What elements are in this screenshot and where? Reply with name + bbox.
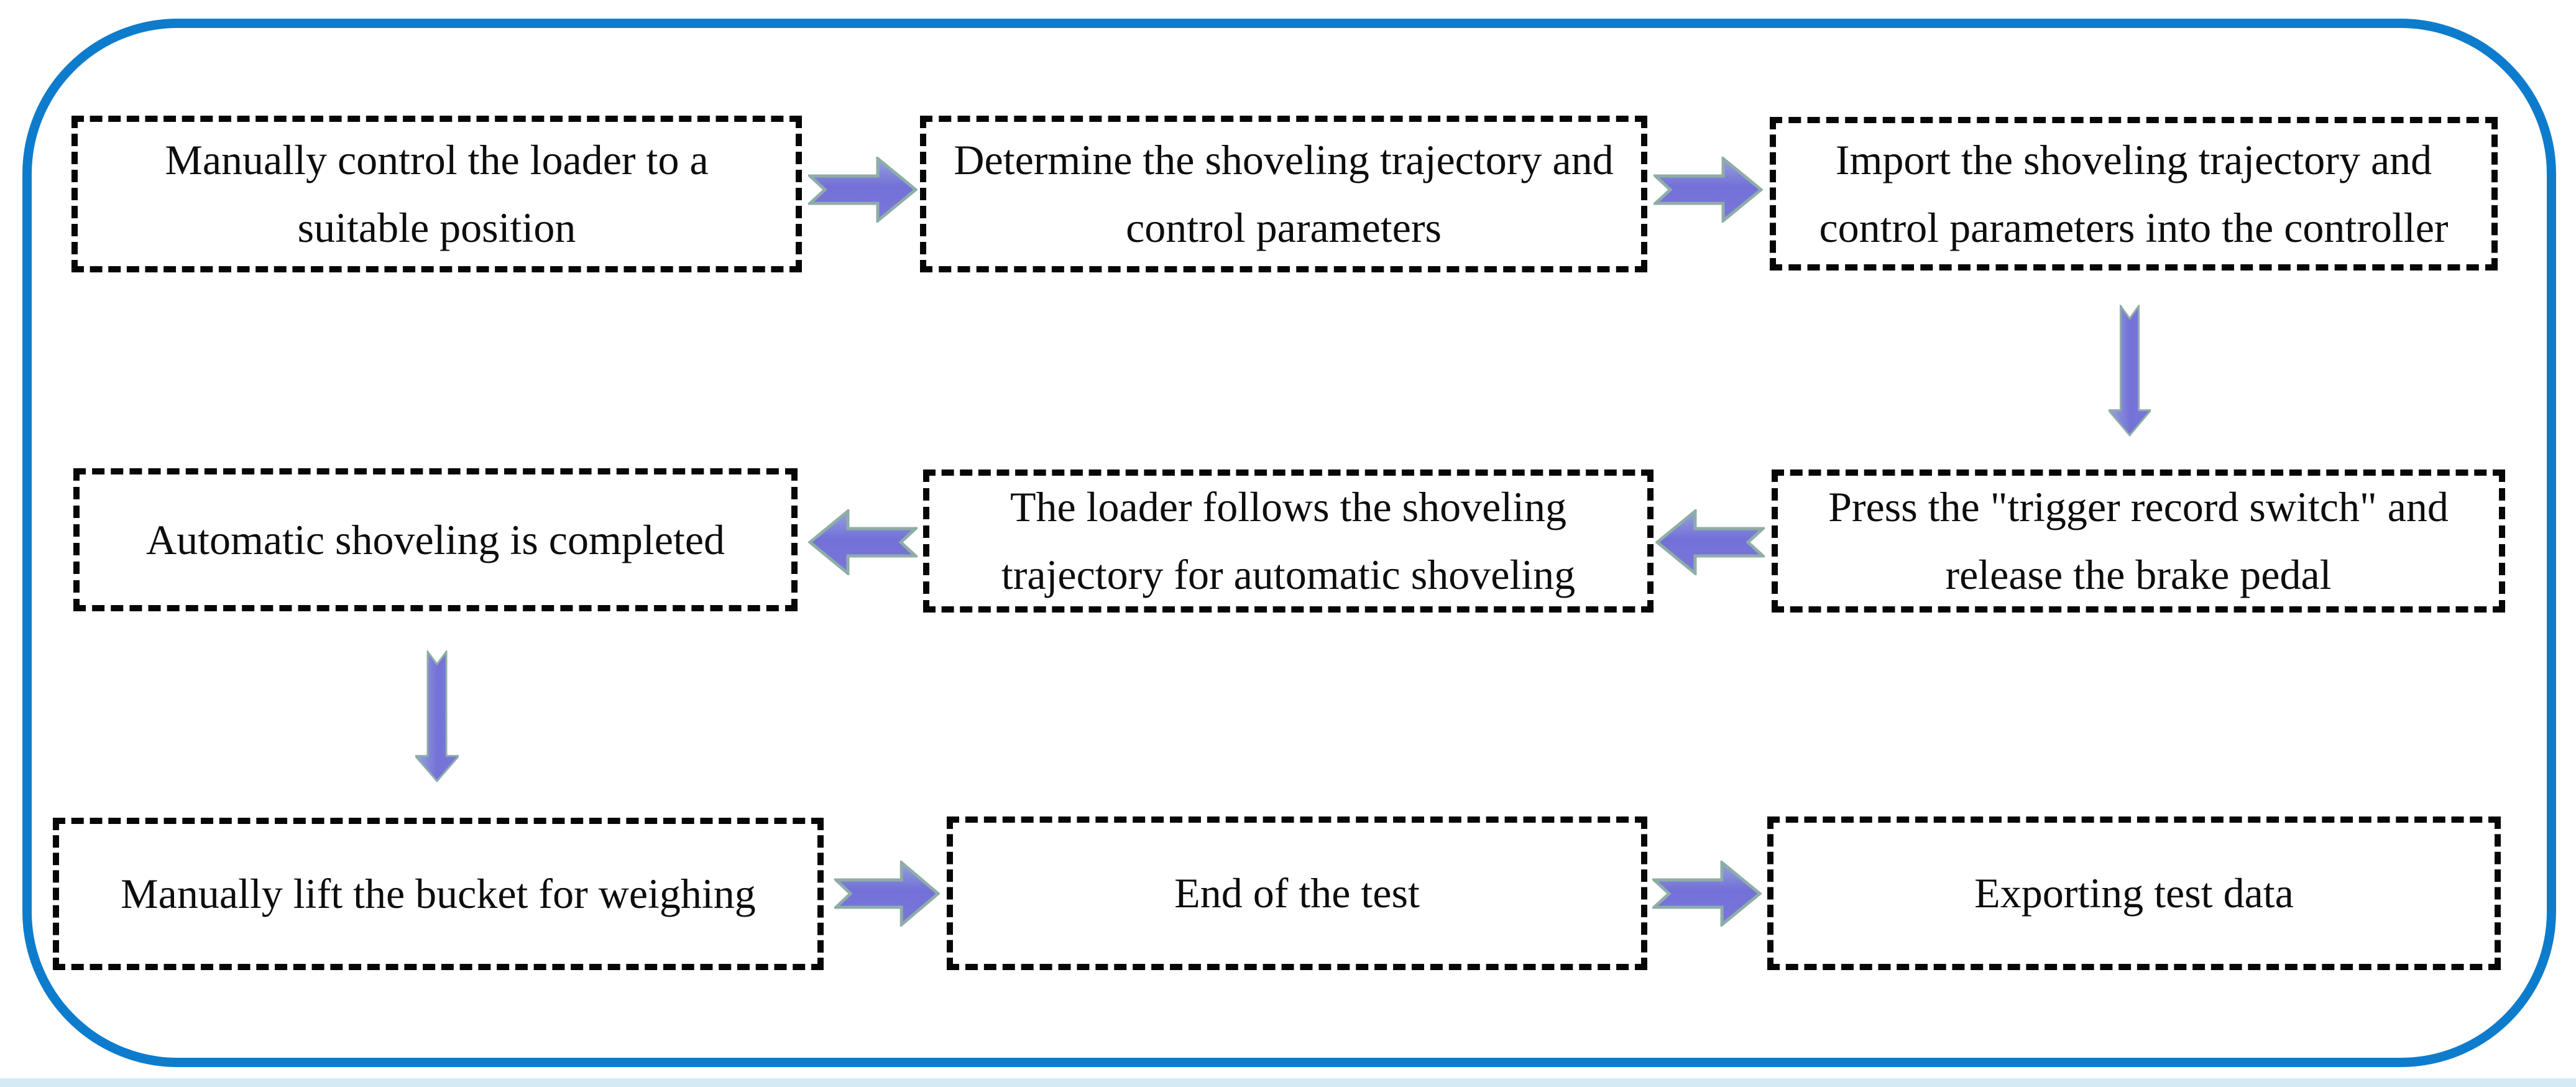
node-manual-position: Manually control the loader to a suitabl…	[71, 116, 802, 272]
arrow-left-icon	[1655, 509, 1765, 575]
node-label: Determine the shoveling trajectory and c…	[954, 136, 1614, 251]
node-determine-trajectory: Determine the shoveling trajectory and c…	[920, 116, 1647, 272]
node-label: Automatic shoveling is completed	[145, 516, 725, 563]
arrow-right-icon	[834, 861, 940, 927]
node-label: Import the shoveling trajectory and cont…	[1819, 136, 2449, 251]
node-press-trigger-switch: Press the "trigger record switch" and re…	[1772, 469, 2505, 613]
node-shoveling-completed: Automatic shoveling is completed	[73, 468, 798, 611]
node-label: Exporting test data	[1974, 869, 2294, 917]
node-label: Manually control the loader to a suitabl…	[165, 136, 709, 251]
node-label: Press the "trigger record switch" and re…	[1828, 483, 2449, 598]
node-label: Manually lift the bucket for weighing	[121, 870, 756, 918]
arrow-down-icon	[415, 650, 459, 782]
arrow-left-icon	[808, 509, 918, 575]
arrow-right-icon	[1652, 861, 1762, 927]
arrow-down-icon	[2109, 305, 2151, 437]
rounded-border-frame	[22, 19, 2556, 1067]
node-label: End of the test	[1174, 869, 1420, 917]
node-end-of-test: End of the test	[947, 816, 1647, 970]
node-import-controller: Import the shoveling trajectory and cont…	[1770, 117, 2498, 271]
node-loader-follows-trajectory: The loader follows the shoveling traject…	[923, 469, 1654, 613]
arrow-right-icon	[808, 157, 918, 223]
node-lift-bucket-weighing: Manually lift the bucket for weighing	[53, 818, 824, 970]
node-exporting-test-data: Exporting test data	[1767, 816, 2501, 970]
arrow-right-icon	[1654, 157, 1763, 223]
bottom-edge-strip	[0, 1078, 2576, 1087]
node-label: The loader follows the shoveling traject…	[1001, 483, 1576, 598]
